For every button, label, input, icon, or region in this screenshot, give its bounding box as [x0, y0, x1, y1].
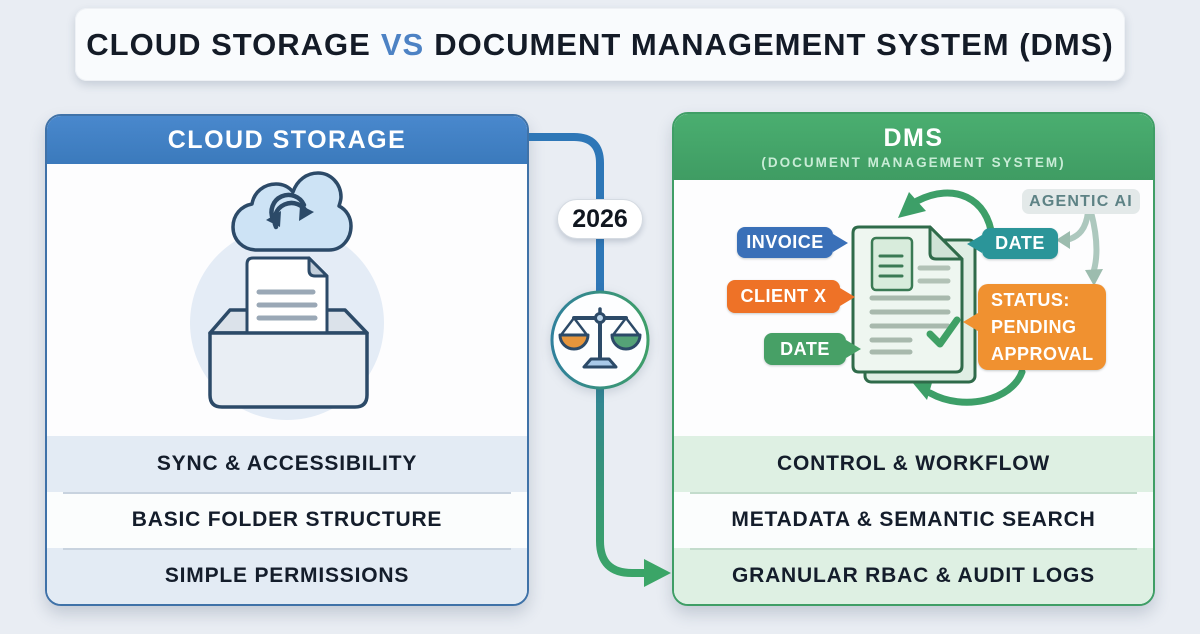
status-tag: STATUS: PENDING APPROVAL — [978, 284, 1106, 370]
cloud-storage-panel: CLOUD STORAGE SYNC & ACCESSIBILITY BASIC… — [45, 114, 529, 606]
date-tag-right: DATE — [982, 228, 1058, 259]
invoice-tag: INVOICE — [737, 227, 833, 258]
balance-scale-icon — [550, 290, 650, 390]
status-line: PENDING — [991, 316, 1077, 337]
year-badge: 2026 — [557, 199, 643, 239]
dms-title: DMS — [883, 124, 944, 152]
feature-row: SIMPLE PERMISSIONS — [47, 548, 527, 604]
feature-row: GRANULAR RBAC & AUDIT LOGS — [674, 548, 1153, 604]
dms-feature-list: CONTROL & WORKFLOW METADATA & SEMANTIC S… — [674, 436, 1153, 604]
agentic-ai-label: AGENTIC AI — [1022, 189, 1140, 214]
cloud-storage-title: CLOUD STORAGE — [167, 125, 407, 154]
title-part2: DOCUMENT MANAGEMENT SYSTEM (DMS) — [434, 26, 1114, 62]
cloud-storage-feature-list: SYNC & ACCESSIBILITY BASIC FOLDER STRUCT… — [47, 436, 527, 604]
date-tag-left: DATE — [764, 333, 846, 365]
dms-subtitle: (DOCUMENT MANAGEMENT SYSTEM) — [761, 155, 1066, 170]
feature-row: SYNC & ACCESSIBILITY — [47, 436, 527, 492]
dms-header: DMS (DOCUMENT MANAGEMENT SYSTEM) — [674, 114, 1153, 180]
cloud-storage-header: CLOUD STORAGE — [47, 116, 527, 164]
feature-row: BASIC FOLDER STRUCTURE — [47, 492, 527, 548]
title-vs: VS — [380, 26, 425, 62]
feature-row: CONTROL & WORKFLOW — [674, 436, 1153, 492]
cloud-storage-body — [47, 164, 527, 436]
feature-row: METADATA & SEMANTIC SEARCH — [674, 492, 1153, 548]
client-tag: CLIENT X — [727, 280, 840, 313]
flow-arrow-icon — [644, 559, 671, 587]
title-part1: CLOUD STORAGE — [86, 26, 371, 62]
status-line: APPROVAL — [991, 343, 1094, 364]
status-line: STATUS: — [991, 289, 1070, 310]
